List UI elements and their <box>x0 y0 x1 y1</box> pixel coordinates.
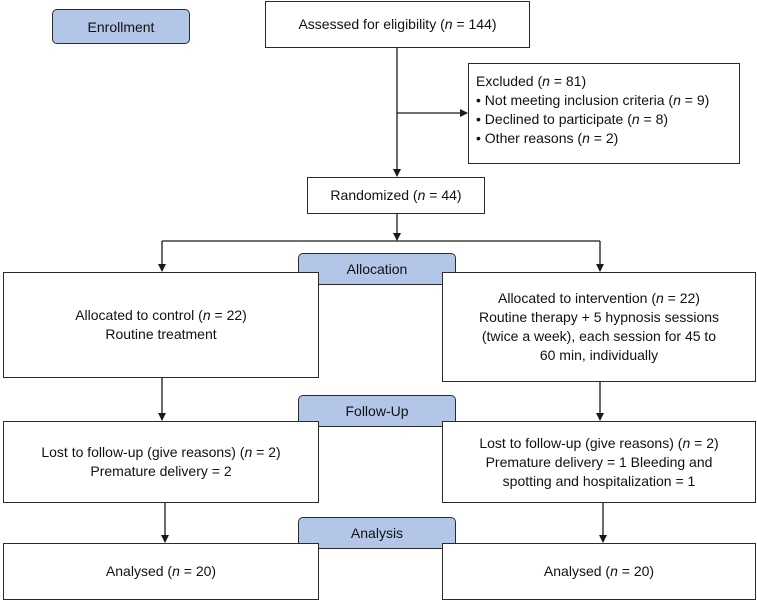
assessed-box: Assessed for eligibility (n = 144) <box>265 1 530 48</box>
stage-allocation: Allocation <box>298 253 456 285</box>
intervention-analysed-text: Analysed (n = 20) <box>543 563 655 579</box>
stage-allocation-label: Allocation <box>346 261 408 277</box>
intervention-treatment-line: (twice a week), each session for 45 to <box>481 328 717 344</box>
intervention-lost-detail-line: spotting and hospitalization = 1 <box>502 472 696 489</box>
control-lost-text: Lost to follow-up (give reasons) (n = 2) <box>41 444 281 460</box>
stage-enrollment: Enrollment <box>52 9 190 44</box>
stage-followup-label: Follow-Up <box>345 403 409 419</box>
control-analysed-text: Analysed (n = 20) <box>105 563 217 579</box>
randomized-box: Randomized (n = 44) <box>307 177 485 214</box>
control-allocated-text: Allocated to control (n = 22) <box>75 307 247 323</box>
excluded-item: • Declined to participate (n = 8) <box>476 111 669 127</box>
intervention-lost-detail-line: Premature delivery = 1 Bleeding and <box>485 453 713 470</box>
control-treatment-text: Routine treatment <box>105 326 217 342</box>
intervention-allocation-box: Allocated to intervention (n = 22) Routi… <box>442 272 756 382</box>
excluded-item: • Not meeting inclusion criteria (n = 9) <box>476 92 710 108</box>
control-lost-detail: Premature delivery = 2 <box>90 463 232 479</box>
excluded-item: • Other reasons (n = 2) <box>476 130 619 146</box>
intervention-treatment-line: 60 min, individually <box>539 347 659 363</box>
stage-enrollment-label: Enrollment <box>87 18 155 35</box>
stage-analysis: Analysis <box>298 517 456 549</box>
assessed-text: Assessed for eligibility (n = 144) <box>298 16 497 32</box>
excluded-title: Excluded (n = 81) <box>476 73 587 89</box>
control-analysis-box: Analysed (n = 20) <box>3 543 319 600</box>
control-followup-box: Lost to follow-up (give reasons) (n = 2)… <box>3 421 319 503</box>
stage-analysis-label: Analysis <box>350 525 404 541</box>
control-allocation-box: Allocated to control (n = 22) Routine tr… <box>3 272 319 378</box>
intervention-allocated-text: Allocated to intervention (n = 22) <box>498 290 700 306</box>
intervention-lost-text: Lost to follow-up (give reasons) (n = 2) <box>479 434 719 451</box>
randomized-text: Randomized (n = 44) <box>330 187 462 203</box>
intervention-analysis-box: Analysed (n = 20) <box>442 543 756 600</box>
intervention-followup-box: Lost to follow-up (give reasons) (n = 2)… <box>442 421 756 503</box>
stage-followup: Follow-Up <box>298 395 456 427</box>
excluded-box: Excluded (n = 81) • Not meeting inclusio… <box>468 63 740 164</box>
intervention-treatment-line: Routine therapy + 5 hypnosis sessions <box>478 309 720 325</box>
